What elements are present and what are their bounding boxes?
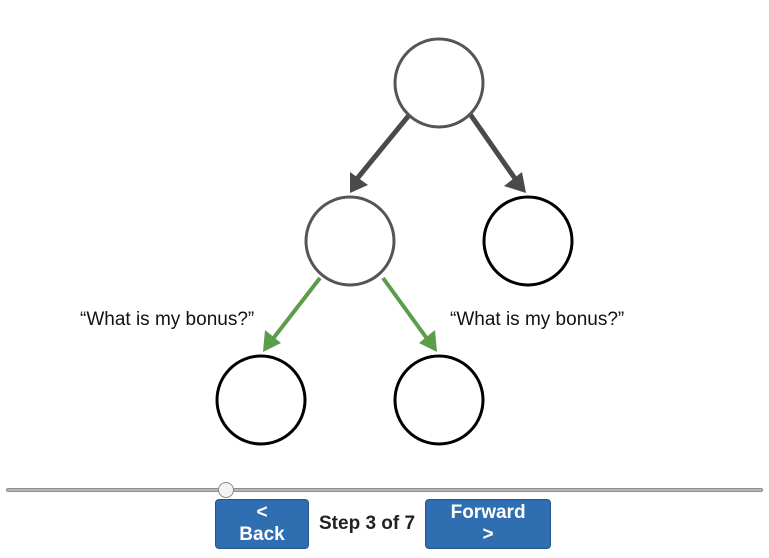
node-left-right	[393, 354, 485, 446]
step-slider-track[interactable]	[6, 488, 763, 492]
question-label-right: “What is my bonus?”	[450, 309, 625, 330]
arrowhead-left-leftleft	[263, 330, 281, 352]
node-right	[482, 195, 574, 287]
edge-left-leftleft	[270, 276, 322, 342]
node-root	[393, 37, 485, 129]
edge-root-right	[467, 112, 519, 182]
question-label-left: “What is my bonus?”	[80, 309, 255, 330]
step-slider-thumb[interactable]	[218, 482, 234, 498]
arrowhead-root-right	[504, 172, 526, 193]
tree-diagram	[215, 37, 574, 446]
forward-button[interactable]: Forward >	[425, 499, 552, 549]
step-indicator: Step 3 of 7	[319, 513, 416, 534]
playback-controls: < Back Step 3 of 7 Forward >	[215, 499, 552, 549]
arrowhead-root-left	[350, 172, 368, 193]
edge-left-leftright	[381, 276, 430, 342]
back-button[interactable]: < Back	[215, 499, 309, 549]
edge-root-left	[354, 112, 412, 182]
node-left-left	[215, 354, 307, 446]
node-left	[304, 195, 396, 287]
arrowhead-left-leftright	[419, 330, 437, 352]
